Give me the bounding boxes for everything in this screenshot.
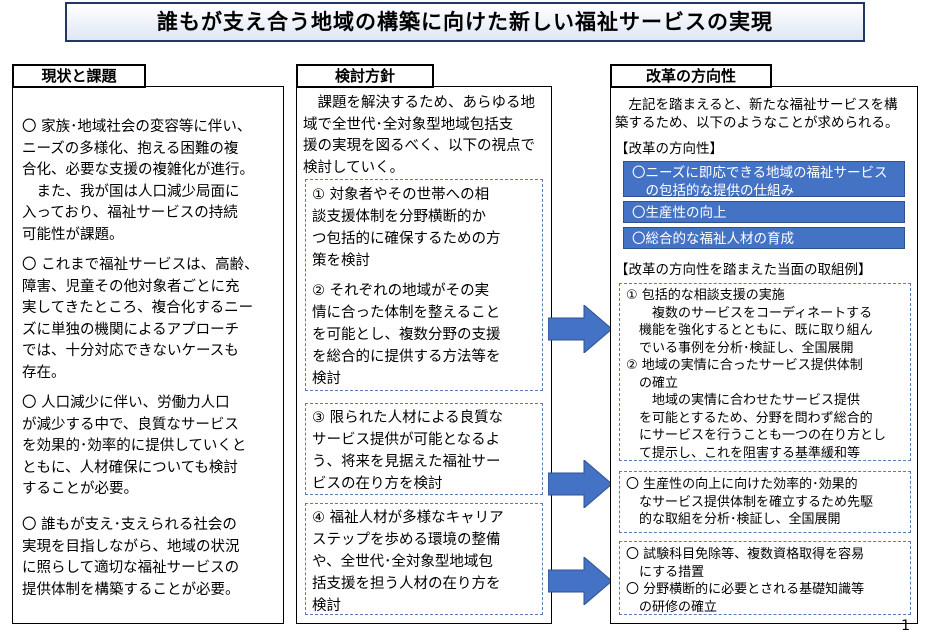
label-reform-direction: 改革の方向性 [610,64,772,88]
right-arrow-icon [548,305,612,353]
label-policy: 検討方針 [296,64,434,88]
examples-header: 【改革の方向性を踏まえた当面の取組例】 [615,262,872,278]
policy-item-3-box: ③ 限られた人材による良質な サービス提供が可能となるよ う、将来を見据えた福祉… [305,403,543,495]
policy-panel: 課題を解決するため、あらゆる地 域で全世代･全対象型地域包括支 援の実現を図るべ… [296,86,552,624]
issue-paragraph-4: 〇 誰もが支え･支えられる社会の 実現を目指しながら、地域の状況 に照らして適切… [22,517,240,598]
current-issues-panel: 〇 家族･地域社会の変容等に伴い、 ニーズの多様化、抱える困難の複 合化、必要な… [12,86,284,624]
reform-panel: 左記を踏まえると、新たな福祉サービスを構 築するため、以下のようなことが求められ… [610,86,918,624]
policy-item-2: ② それぞれの地域がその実 情に合った体制を整えること を可能とし、複数分野の支… [312,283,501,387]
policy-intro: 課題を解決するため、あらゆる地 域で全世代･全対象型地域包括支 援の実現を図るべ… [303,95,535,176]
direction-header: 【改革の方向性】 [615,141,723,157]
page-number: 1 [901,618,910,634]
policy-item-4: ④ 福祉人材が多様なキャリア ステップを歩める環境の整備 や、全世代･全対象型地… [312,510,504,614]
policy-item-1: ① 対象者やその世帯への相 談支援体制を分野横断的か つ包括的に確保するための方… [312,187,501,269]
example-2: 〇 生産性の向上に向けた効率的･効果的 なサービス提供体制を確立するため先駆 的… [626,477,874,527]
label-current-issues: 現状と課題 [12,64,146,88]
example-3: 〇 試験科目免除等、複数資格取得を容易 にする措置 〇 分野横断的に必要とされる… [626,547,865,615]
example-box-2: 〇 生産性の向上に向けた効率的･効果的 なサービス提供体制を確立するため先駆 的… [619,471,911,533]
issue-paragraph-2: 〇 これまで福祉サービスは、高齢、 障害、児童その他対象者ごとに充 実してきたと… [22,257,259,381]
right-arrow-icon [548,557,612,605]
direction-1: 〇ニーズに即応できる地域の福祉サービス の包括的な提供の仕組み [623,161,905,199]
direction-2: 〇生産性の向上 [623,201,905,223]
policy-item-3: ③ 限られた人材による良質な サービス提供が可能となるよ う、将来を見据えた福祉… [312,410,504,492]
direction-3: 〇総合的な福祉人材の育成 [623,227,905,249]
issue-paragraph-1: 〇 家族･地域社会の変容等に伴い、 ニーズの多様化、抱える困難の複 合化、必要な… [22,119,254,243]
page-title: 誰もが支え合う地域の構築に向けた新しい福祉サービスの実現 [65,2,865,42]
issue-paragraph-3: 〇 人口減少に伴い、労働力人口 が減少する中で、良質なサービス を効果的･効率的… [22,395,247,497]
reform-intro: 左記を踏まえると、新たな福祉サービスを構 築するため、以下のようなことが求められ… [615,97,899,131]
example-box-3: 〇 試験科目免除等、複数資格取得を容易 にする措置 〇 分野横断的に必要とされる… [619,541,911,615]
example-1: ① 包括的な相談支援の実施 複数のサービスをコーディネートする 機能を強化すると… [626,288,887,461]
right-arrow-icon [548,460,612,508]
policy-item-4-box: ④ 福祉人材が多様なキャリア ステップを歩める環境の整備 や、全世代･全対象型地… [305,503,543,615]
example-box-1: ① 包括的な相談支援の実施 複数のサービスをコーディネートする 機能を強化すると… [619,283,911,461]
policy-items-1-2: ① 対象者やその世帯への相 談支援体制を分野横断的か つ包括的に確保するための方… [305,179,543,391]
